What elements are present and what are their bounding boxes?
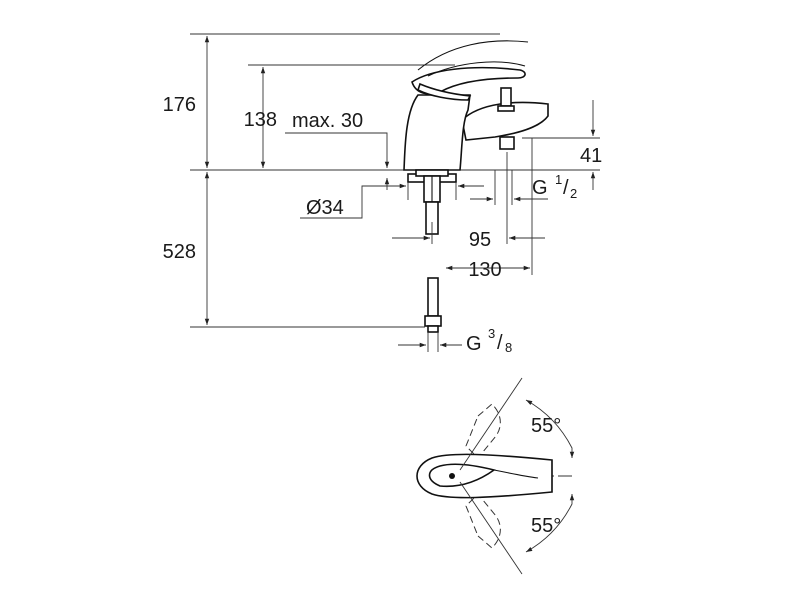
rotation-line-bottom	[459, 481, 523, 575]
top-view: 55° 55°	[416, 377, 575, 575]
dim-label-130: 130	[468, 259, 501, 281]
g-half-g: G	[532, 177, 548, 199]
dimension-g-three-eighths: G 3 / 8	[398, 326, 512, 355]
dimension-130: 130	[446, 138, 533, 281]
svg-text:/: /	[563, 177, 569, 199]
dimension-95: 95	[392, 152, 545, 251]
g-half-denominator: 2	[570, 186, 577, 201]
g-3-8-g: G	[466, 333, 482, 355]
dimension-max-30: max. 30	[285, 110, 390, 190]
rotation-label-top: 55°	[531, 415, 561, 437]
rotation-ghost-bottom	[465, 493, 501, 549]
svg-text:/: /	[497, 332, 503, 354]
dim-label-41: 41	[580, 145, 602, 167]
dimension-41: 41	[522, 100, 602, 190]
dim-label-138: 138	[244, 109, 277, 131]
dimension-g-half: G 1 / 2	[470, 170, 577, 205]
mounting-hardware	[407, 169, 457, 333]
pivot-dot	[449, 473, 455, 479]
dimension-176: 176	[163, 33, 500, 168]
faucet-body	[403, 40, 549, 171]
g-3-8-denominator: 8	[505, 340, 512, 355]
dim-label-528: 528	[163, 241, 196, 263]
dim-label-95: 95	[469, 229, 491, 251]
rotation-ghost-top	[465, 403, 501, 459]
dim-label-176: 176	[163, 94, 196, 116]
dimension-138: 138	[244, 64, 455, 168]
dimension-528: 528	[163, 172, 425, 328]
g-3-8-numerator: 3	[488, 326, 495, 341]
g-half-numerator: 1	[555, 172, 562, 187]
rotation-line-top	[459, 377, 523, 471]
side-view: 176 138 max. 30	[163, 33, 602, 355]
dim-label-diameter-34: Ø34	[306, 197, 344, 219]
dim-label-max-30: max. 30	[292, 110, 363, 132]
dimension-diameter-34: Ø34	[300, 182, 484, 219]
rotation-label-bottom: 55°	[531, 515, 561, 537]
